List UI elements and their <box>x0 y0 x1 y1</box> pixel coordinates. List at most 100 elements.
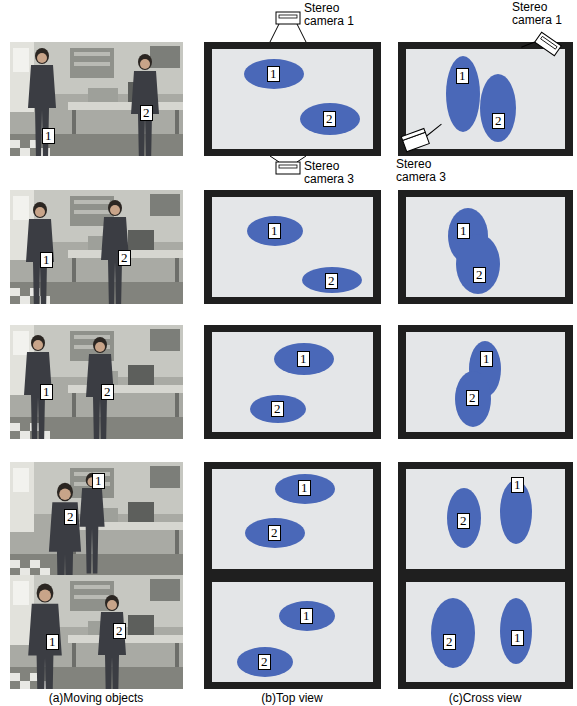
callout-number: 2 <box>466 390 479 406</box>
callout-number-text: 2 <box>67 510 74 524</box>
illustration-shape <box>398 42 573 156</box>
callout-number-text: 1 <box>459 69 466 83</box>
top-view-panel <box>204 190 381 304</box>
photo <box>10 325 183 449</box>
panel-caption: (b)Top view <box>261 691 322 705</box>
callout-number-text: 2 <box>446 635 453 649</box>
illustration-shape <box>212 197 373 297</box>
illustration-shape <box>456 234 500 294</box>
callout-number: 2 <box>64 509 77 525</box>
photo <box>10 575 183 706</box>
callout-number: 2 <box>323 111 336 127</box>
callout-number-text: 1 <box>301 481 308 495</box>
illustration-shape <box>401 128 425 140</box>
callout-number: 1 <box>40 384 53 400</box>
callout-number: 2 <box>118 250 131 266</box>
illustration-shape <box>431 598 475 668</box>
illustration-shape <box>276 12 300 24</box>
callout-number-text: 1 <box>483 352 490 366</box>
illustration-shape <box>446 56 480 132</box>
top-view-panel <box>204 462 381 576</box>
callout-number: 1 <box>511 477 524 493</box>
callout-number: 2 <box>271 401 284 417</box>
callout-number: 1 <box>40 252 53 268</box>
callout-number: 2 <box>443 634 456 650</box>
panel-caption: (c)Cross view <box>449 691 522 705</box>
illustration-shape <box>302 267 362 293</box>
illustration-shape <box>204 462 381 576</box>
stereo-camera-icon <box>270 12 306 42</box>
callout-number-text: 1 <box>514 478 521 492</box>
callout-number-text: 2 <box>271 526 278 540</box>
callout-number: 2 <box>101 384 114 400</box>
illustration-shape <box>270 24 279 42</box>
callout-number-text: 1 <box>514 631 521 645</box>
callout-number: 1 <box>268 223 281 239</box>
illustration-shape <box>398 190 573 304</box>
cross-view-panel <box>398 42 573 156</box>
callout-number-text: 1 <box>43 385 50 399</box>
illustration-shape <box>398 462 573 576</box>
callout-number-text: 2 <box>469 391 476 405</box>
cross-view-panel <box>398 190 573 304</box>
illustration-shape <box>237 647 293 677</box>
cross-view-panel <box>398 462 573 576</box>
illustration-shape <box>28 583 62 706</box>
callout-number: 2 <box>258 654 271 670</box>
illustration-shape <box>398 575 573 689</box>
callout-number-text: 1 <box>300 352 307 366</box>
callout-number-text: 2 <box>116 624 123 638</box>
illustration-shape <box>447 488 481 548</box>
illustration-shape <box>244 59 304 89</box>
callout-number: 2 <box>268 525 281 541</box>
callout-number: 2 <box>492 113 505 129</box>
callout-number-text: 1 <box>95 474 102 488</box>
callout-number: 1 <box>300 608 313 624</box>
panel-caption: (a)Moving objects <box>49 691 144 705</box>
illustration-shape <box>279 601 335 631</box>
callout-number: 2 <box>113 623 126 639</box>
camera-label: Stereo camera 3 <box>396 158 458 184</box>
callout-number-text: 1 <box>303 609 310 623</box>
callout-number: 1 <box>456 68 469 84</box>
photo <box>10 42 183 166</box>
top-view-panel <box>204 575 381 689</box>
illustration-shape <box>212 469 373 569</box>
illustration-shape <box>500 598 532 664</box>
illustration-shape <box>406 197 565 297</box>
callout-number: 1 <box>46 634 59 650</box>
callout-number: 1 <box>92 473 105 489</box>
callout-number-text: 2 <box>495 114 502 128</box>
callout-number: 2 <box>457 513 470 529</box>
illustration-shape <box>521 37 534 51</box>
illustration-shape <box>250 395 306 423</box>
camera-label: Stereo camera 1 <box>304 2 366 28</box>
top-view-panel <box>204 325 381 439</box>
illustration-shape <box>398 325 573 439</box>
illustration-shape <box>300 103 360 135</box>
cross-view-panel <box>398 575 573 689</box>
callout-number: 2 <box>473 267 486 283</box>
illustration-shape <box>425 124 444 136</box>
callout-number: 1 <box>297 351 310 367</box>
callout-number: 1 <box>511 630 524 646</box>
callout-number-text: 2 <box>460 514 467 528</box>
illustration-shape <box>98 595 126 706</box>
stereo-camera-icon <box>270 156 306 174</box>
illustration-shape <box>101 200 129 312</box>
callout-number: 1 <box>42 128 55 144</box>
callout-number-text: 2 <box>104 385 111 399</box>
illustration-shape <box>247 216 303 246</box>
callout-number: 1 <box>267 66 280 82</box>
callout-number: 2 <box>140 105 153 121</box>
callout-number-text: 1 <box>45 129 52 143</box>
illustration-shape <box>79 473 104 574</box>
callout-number-text: 2 <box>326 112 333 126</box>
callout-number-text: 1 <box>270 67 277 81</box>
illustration-shape <box>24 335 52 447</box>
illustration-shape <box>204 42 381 156</box>
illustration-shape <box>480 74 516 142</box>
illustration-shape <box>455 371 491 427</box>
callout-number-text: 1 <box>49 635 56 649</box>
